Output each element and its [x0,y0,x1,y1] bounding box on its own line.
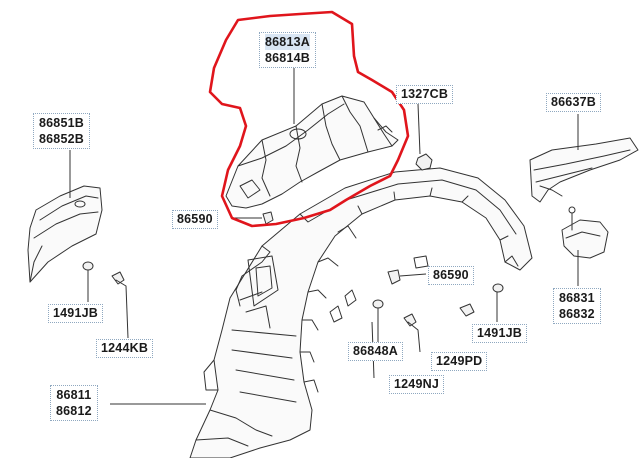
callout-86851B-86852B[interactable]: 86851B 86852B [33,113,90,149]
part-number-86811: 86811 [56,388,92,402]
callout-1327CB[interactable]: 1327CB [396,85,454,104]
part-number-1327CB: 1327CB [401,87,449,101]
wheel-guard-part [189,167,533,458]
part-number-86590-lower: 86590 [433,268,469,282]
part-number-1249PD: 1249PD [436,354,483,368]
part-number-86848A: 86848A [353,344,398,358]
part-number-1249NJ: 1249NJ [394,377,439,391]
part-number-86814B: 86814B [265,51,310,65]
fastener-left-screw [111,271,127,287]
part-number-86590-upper: 86590 [177,212,213,226]
right-bracket-part [561,206,609,259]
callout-86637B[interactable]: 86637B [546,93,601,112]
part-number-86851B: 86851B [39,116,84,130]
fastener-nut-1327CB [415,153,433,171]
part-number-86832: 86832 [559,307,595,321]
callout-86590-upper[interactable]: 86590 [172,210,218,229]
fastener-left-clip [82,261,94,271]
side-trim-part [529,137,639,203]
fastener-right-clip [492,283,504,293]
callout-1249NJ[interactable]: 1249NJ [389,375,444,394]
callout-86831-86832[interactable]: 86831 86832 [553,288,601,324]
fastener-clip-86590-upper [262,211,274,225]
fastener-right-screw [459,303,475,317]
part-number-1491JB-left: 1491JB [53,306,98,320]
fastener-clip-86590-lower [387,269,401,285]
callout-1244KB[interactable]: 1244KB [96,339,154,358]
callout-86848A[interactable]: 86848A [348,342,403,361]
callout-86813A-86814B[interactable]: 86813A 86814B [259,32,316,68]
callout-1491JB-right[interactable]: 1491JB [472,324,527,343]
fastener-center-clip [372,299,384,309]
part-number-86831: 86831 [559,291,595,305]
callout-1491JB-left[interactable]: 1491JB [48,304,103,323]
part-number-1244KB: 1244KB [101,341,149,355]
part-number-86812: 86812 [56,404,92,418]
part-number-86813A: 86813A [265,34,310,50]
part-number-1491JB-right: 1491JB [477,326,522,340]
part-number-86637B: 86637B [551,95,596,109]
upper-bracket-part [225,95,399,209]
callout-86590-lower[interactable]: 86590 [428,266,474,285]
highlight-circle [208,10,410,228]
fastener-center-screw [403,313,419,331]
callout-86811-86812[interactable]: 86811 86812 [50,385,98,421]
part-number-86852B: 86852B [39,132,84,146]
callout-1249PD[interactable]: 1249PD [431,352,488,371]
mud-flap-part [27,185,103,283]
